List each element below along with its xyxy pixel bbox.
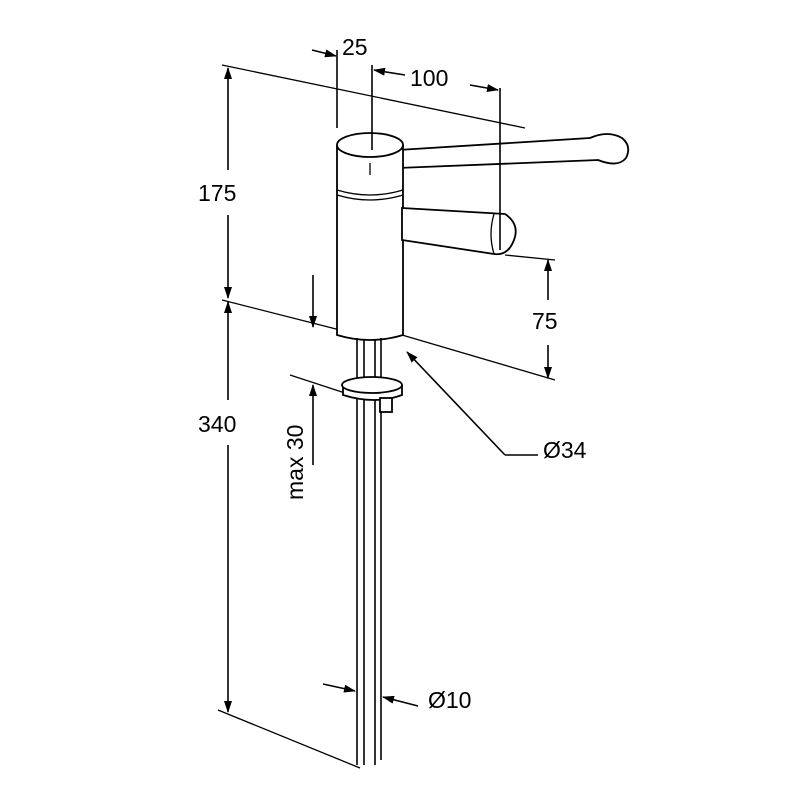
dim-label-100: 100 (410, 65, 448, 91)
dim-label-diameter-34: Ø34 (543, 437, 587, 463)
dimension-lines (224, 49, 552, 713)
dim-label-max-30: max 30 (282, 425, 308, 500)
faucet (336, 132, 630, 765)
extension-lines (217, 64, 556, 769)
dim-label-25: 25 (342, 34, 368, 60)
dim-label-340: 340 (198, 411, 236, 437)
dim-label-75: 75 (532, 308, 558, 334)
dim-label-175: 175 (198, 180, 236, 206)
dim-label-diameter-10: Ø10 (428, 687, 471, 713)
